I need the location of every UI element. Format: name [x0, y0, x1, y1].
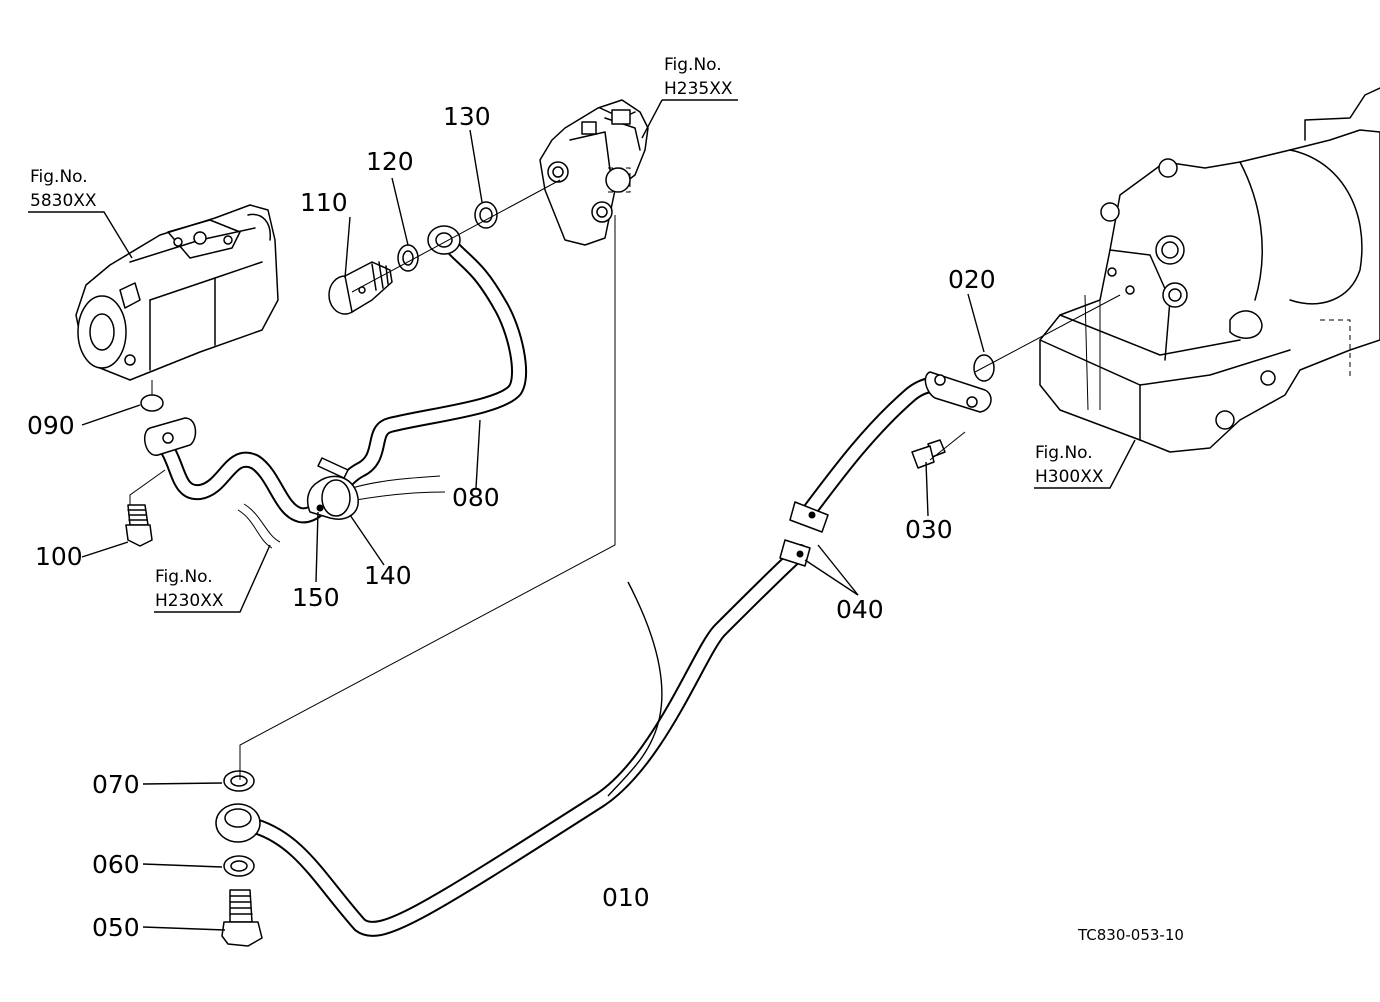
banjo-bolt-110 [328, 261, 393, 315]
center-lines [129, 179, 1121, 780]
control-valve [539, 99, 649, 246]
bolt-030 [911, 439, 946, 469]
figure-ref-leaders [28, 99, 1136, 613]
label-120: 120 [366, 147, 414, 176]
label-110: 110 [300, 188, 348, 217]
o-ring-090 [140, 394, 164, 412]
fig-ref-clamp-number: H230XX [155, 591, 224, 611]
fig-ref-valve-number: H235XX [664, 79, 733, 99]
label-090: 090 [27, 411, 75, 440]
clamp-bracket-lines [237, 475, 446, 549]
label-080: 080 [452, 483, 500, 512]
label-010: 010 [602, 883, 650, 912]
label-150: 150 [292, 583, 340, 612]
washer-120-inner [402, 250, 414, 266]
label-020: 020 [948, 265, 996, 294]
o-ring-020 [973, 354, 995, 382]
fig-ref-housing-number: H300XX [1035, 467, 1104, 487]
fig-ref-pump-label: Fig.No. [30, 167, 88, 187]
drawing-code: TC830-053-10 [1077, 926, 1184, 944]
clamp-140 [306, 457, 359, 520]
pipe-010 [215, 539, 811, 937]
leader-lines [81, 129, 985, 931]
washer-060-inner [230, 860, 248, 872]
label-060: 060 [92, 850, 140, 879]
label-100: 100 [35, 542, 83, 571]
pipe-080 [143, 225, 527, 524]
hydraulic-pump [75, 204, 279, 381]
bolt-100 [125, 504, 153, 547]
fig-ref-housing-label: Fig.No. [1035, 443, 1093, 463]
label-050: 050 [92, 913, 140, 942]
label-070: 070 [92, 770, 140, 799]
label-130: 130 [443, 102, 491, 131]
banjo-bolt-050 [221, 889, 263, 947]
hydraulic-housing [1039, 87, 1380, 453]
fig-ref-pump-number: 5830XX [30, 191, 97, 211]
label-040: 040 [836, 595, 884, 624]
label-140: 140 [364, 561, 412, 590]
fig-ref-valve-label: Fig.No. [664, 55, 722, 75]
label-030: 030 [905, 515, 953, 544]
washer-070-inner [230, 775, 248, 787]
fig-ref-clamp-label: Fig.No. [155, 567, 213, 587]
pipe-to-housing [789, 371, 992, 533]
